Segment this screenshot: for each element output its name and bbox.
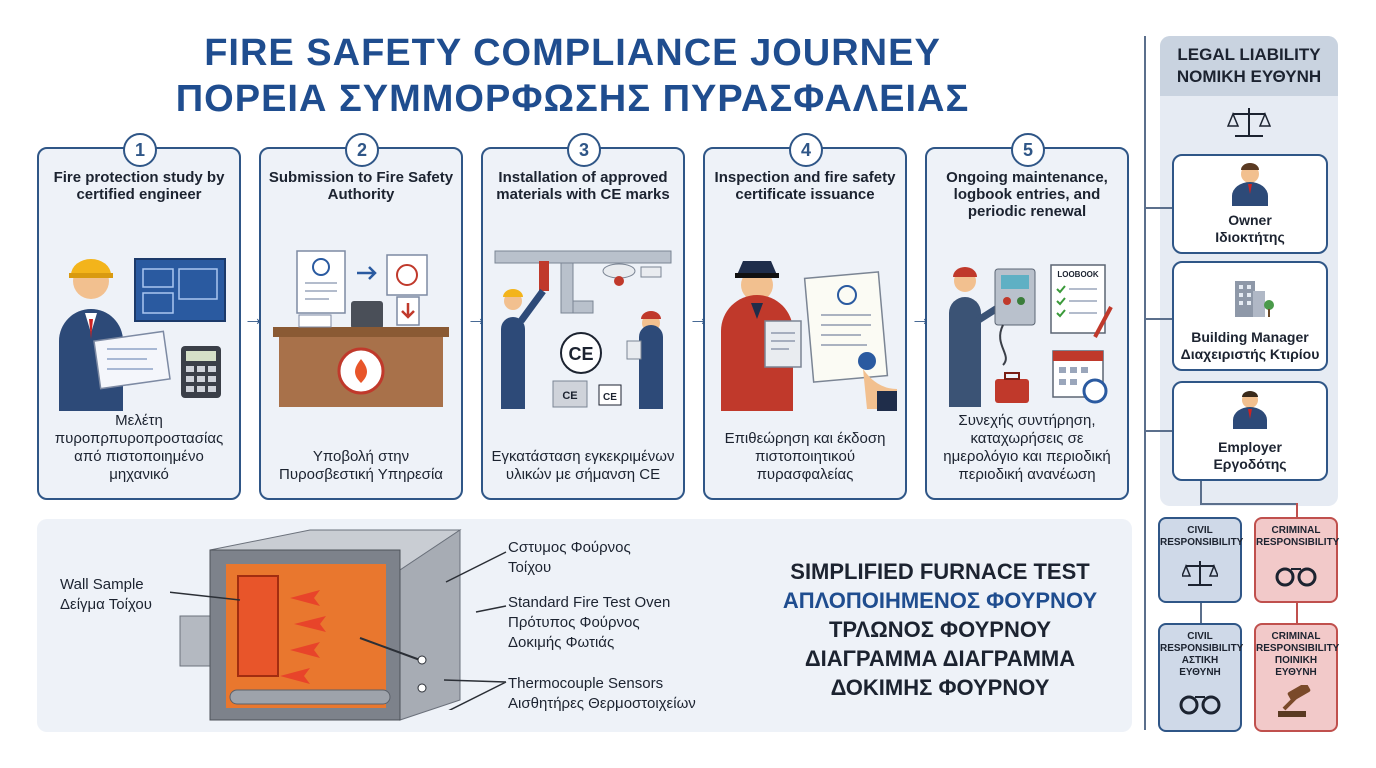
role-label: Building Manager Διαχειριστής Κτιρίου	[1180, 329, 1320, 362]
step-title-el: Επιθεώρηση και έκδοση πιστοποιητικού πυρ…	[724, 430, 886, 483]
step-card-2: 2 Submission to Fire Safety Authority Υπ…	[259, 133, 463, 500]
engineer-with-blueprints-icon	[59, 258, 226, 411]
step-title-el: Υποβολή στην Πυροσβεστική Υπηρεσία	[279, 448, 443, 483]
connector	[1296, 503, 1298, 517]
step-card-1: 1 Fire protection study by certified eng…	[37, 133, 241, 500]
step-title-el: Μελέτη πυροπρπυροπροστασίας από πιστοποι…	[54, 412, 224, 483]
step-number: 2	[345, 133, 379, 167]
scales-of-justice-icon	[1227, 108, 1271, 137]
connector	[1146, 207, 1172, 209]
connector	[1200, 603, 1202, 623]
step-card-5: 5 Ongoing maintenance, logbook entries, …	[925, 133, 1129, 500]
ce-mark: CE	[603, 392, 617, 403]
building-icon	[1235, 281, 1274, 317]
step-title-en: Fire protection study by certified engin…	[53, 169, 225, 203]
label-leader-lines	[443, 551, 507, 710]
inspector-with-certificate-icon	[721, 261, 897, 411]
connector	[1200, 503, 1296, 505]
role-owner: Owner Ιδιοκτήτης	[1172, 154, 1328, 254]
furnace-test-title: SIMPLIFIED FURNACE TEST ΑΠΛΟΠΟΙΗΜΕΝΟΣ ΦΟ…	[782, 559, 1098, 700]
step-title-en: Ongoing maintenance, logbook entries, an…	[946, 169, 1108, 220]
handcuffs-icon	[1275, 567, 1317, 587]
furnace-wall-label: Cστυμος Φούρνος Τοίχου	[508, 539, 631, 576]
step-number: 5	[1011, 133, 1045, 167]
role-label: Owner Ιδιοκτήτης	[1215, 212, 1285, 245]
role-label: Employer Εργοδότης	[1213, 439, 1287, 472]
step-card-3: 3 Installation of approved materials wit…	[481, 133, 685, 500]
connector	[1146, 318, 1172, 320]
standard-oven-label: Standard Fire Test Oven Πρότυπος Φούρνος…	[508, 594, 671, 651]
civil-responsibility-card-2: CIVIL RESPONSIBILITY ΑΣΤΙΚΗ ΕΥΘΥΝΗ	[1158, 623, 1243, 732]
step-title-en: Submission to Fire Safety Authority	[268, 169, 454, 203]
step-title-el: Εγκατάσταση εγκεκριμένων υλικών με σήμαν…	[491, 448, 675, 483]
connector	[1296, 603, 1298, 623]
title-english: FIRE SAFETY COMPLIANCE JOURNEY	[204, 32, 941, 74]
handcuffs-icon	[1179, 695, 1221, 715]
step-card-4: 4 Inspection and fire safety certificate…	[703, 133, 907, 500]
legal-liability-header: LEGAL LIABILITY ΝΟΜΙΚΗ ΕΥΘΥΝΗ	[1160, 36, 1338, 96]
step-number: 3	[567, 133, 601, 167]
ce-mark: CE	[562, 390, 577, 402]
employer-person-icon	[1233, 391, 1267, 429]
step-number: 1	[123, 133, 157, 167]
connector	[1146, 430, 1172, 432]
logbook-label: LOOBOOK	[1057, 270, 1099, 279]
step-title-en: Inspection and fire safety certificate i…	[714, 169, 896, 203]
scales-icon	[1180, 561, 1220, 586]
workers-installing-pipes-icon: CE CE CE	[494, 250, 672, 409]
connector	[1200, 481, 1202, 503]
criminal-responsibility-card: CRIMINAL RESPONSIBILITY	[1254, 517, 1339, 603]
gavel-icon	[1278, 682, 1311, 717]
thermocouple-label: Thermocouple Sensors Αισθητήρες Θερμοστο…	[508, 675, 696, 712]
technician-with-logbook-icon: LOOBOOK	[949, 264, 1113, 407]
civil-responsibility-card: CIVIL RESPONSIBILITY	[1158, 517, 1243, 603]
title-greek: ΠΟΡΕΙΑ ΣΥΜΜΟΡΦΩΣΗΣ ΠΥΡΑΣΦΑΛΕΙΑΣ	[175, 78, 970, 120]
criminal-responsibility-card-2: CRIMINAL RESPONSIBILITY ΠΟΙΝΙΚΗ ΕΥΘΥΝΗ	[1254, 623, 1339, 732]
ce-mark: CE	[568, 344, 593, 364]
role-building-manager: Building Manager Διαχειριστής Κτιρίου	[1172, 261, 1328, 371]
step-title-en: Installation of approved materials with …	[496, 169, 670, 203]
step-title-el: Συνεχής συντήρηση, καταχωρήσεις σε ημερο…	[943, 412, 1111, 483]
role-employer: Employer Εργοδότης	[1172, 381, 1328, 481]
furnace-diagram-icon	[170, 529, 462, 721]
page-title: FIRE SAFETY COMPLIANCE JOURNEY ΠΟΡΕΙΑ ΣΥ…	[40, 30, 1105, 122]
owner-person-icon	[1232, 163, 1268, 206]
documents-on-desk-icon	[273, 250, 449, 407]
divider	[1144, 36, 1146, 730]
wall-sample-label: Wall Sample Δείγμα Τοίχου	[60, 576, 152, 613]
step-number: 4	[789, 133, 823, 167]
